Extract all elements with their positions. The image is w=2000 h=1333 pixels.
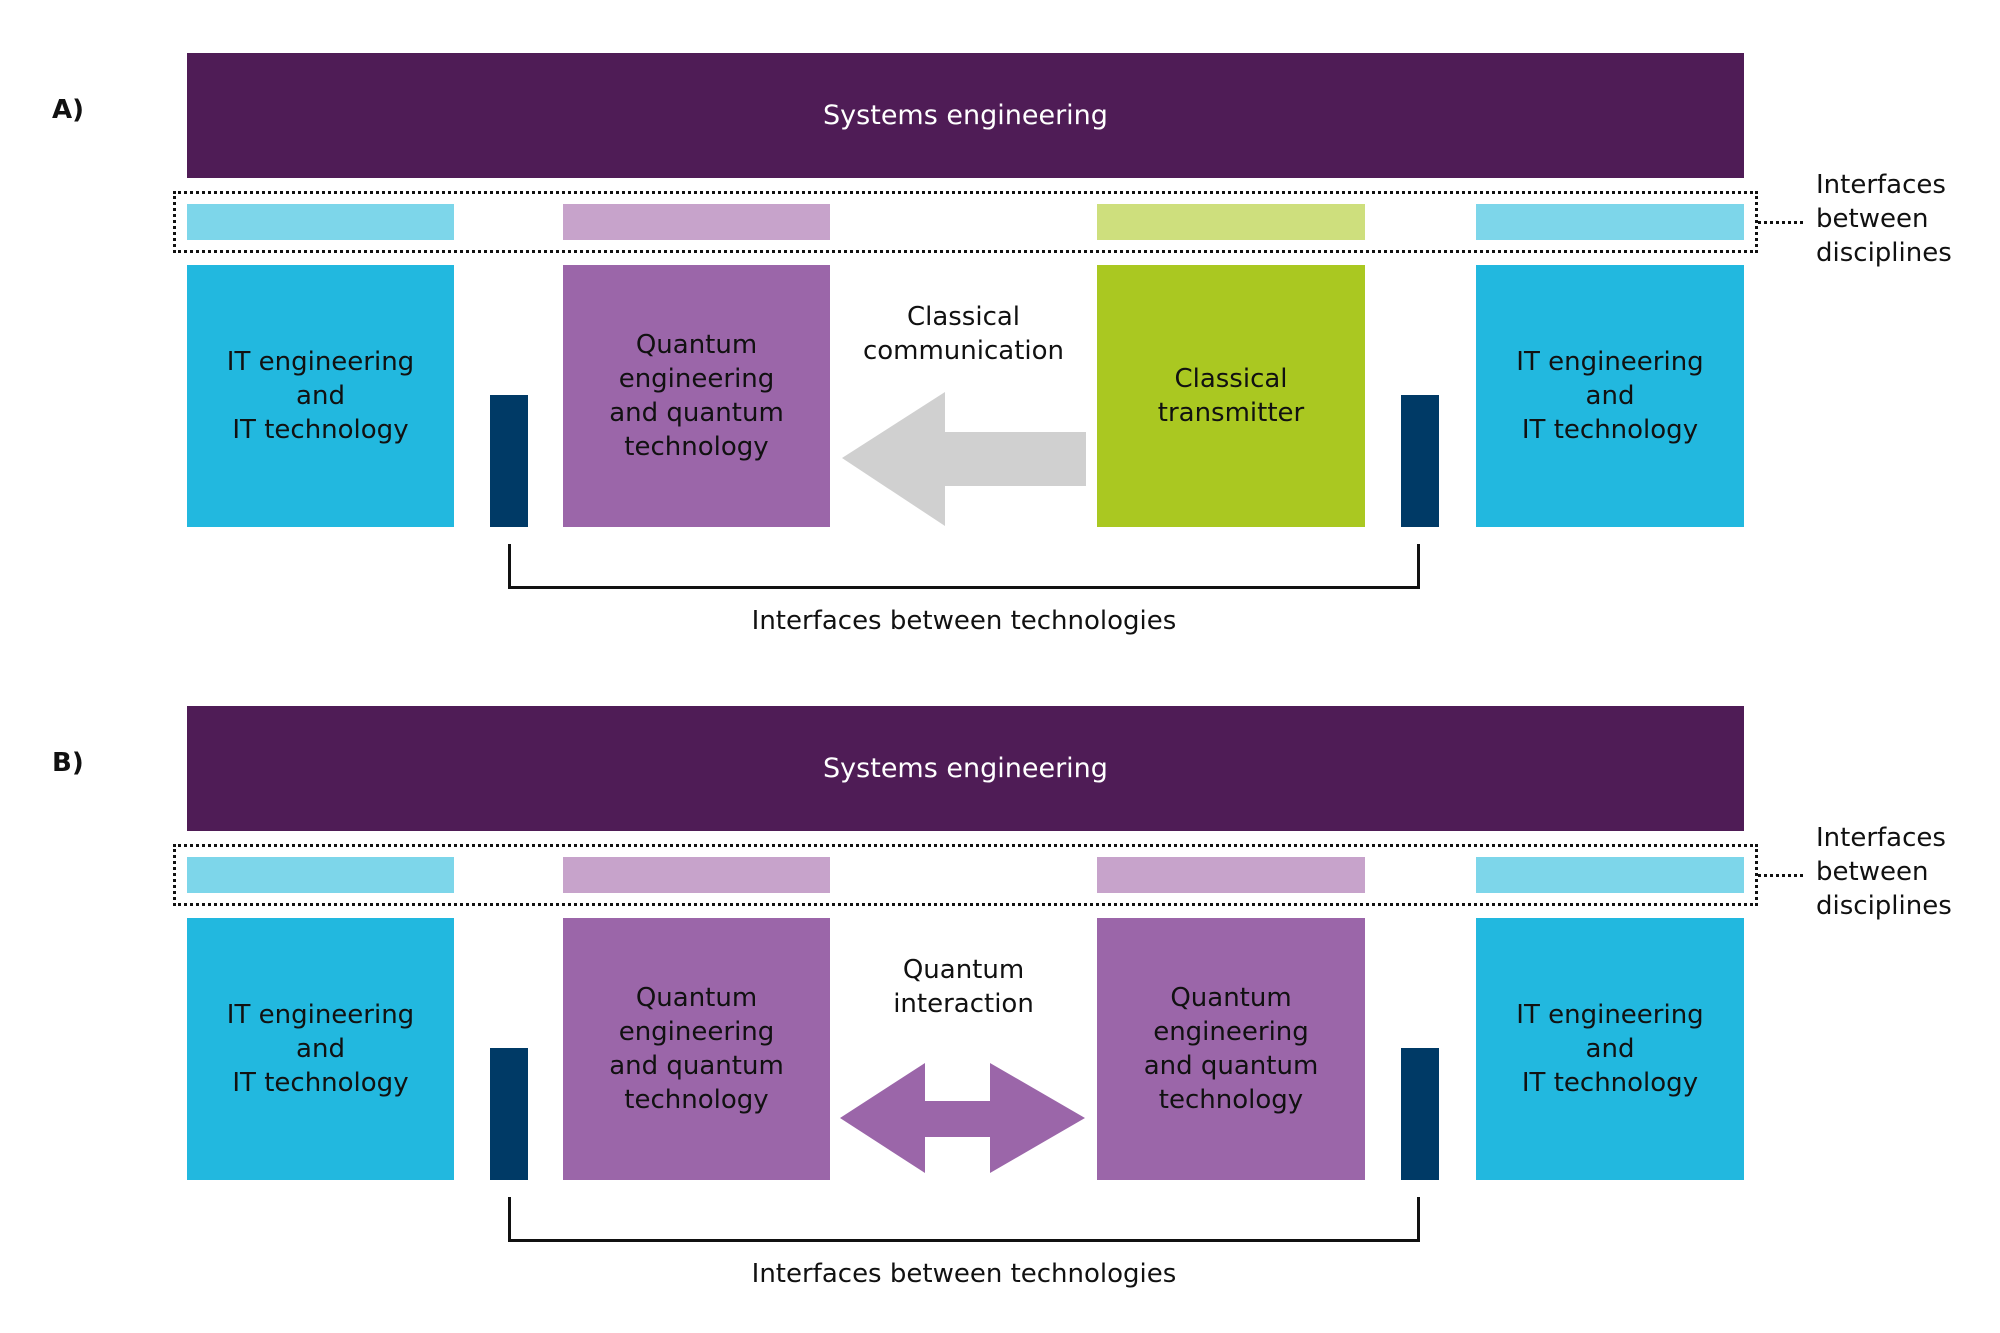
arrow-icon <box>842 392 1086 526</box>
dotted-connector <box>1758 874 1803 877</box>
technology-interface-left <box>490 1048 528 1180</box>
interfaces-disciplines-label: Interfaces between disciplines <box>1816 823 1952 921</box>
box-label: IT engineering and IT technology <box>226 347 415 445</box>
box-label: Quantum engineering and quantum technolo… <box>609 330 784 462</box>
interface-strip-4 <box>1476 857 1744 893</box>
box-label: IT engineering and IT technology <box>1516 1000 1704 1098</box>
box-label: Quantum engineering and quantum technolo… <box>1143 983 1319 1115</box>
third-box: Classical transmitter <box>1097 265 1365 527</box>
systems-engineering-label: Systems engineering <box>823 753 1108 784</box>
interface-strip-1 <box>187 857 454 893</box>
it-engineering-box-left: IT engineering and IT technology <box>187 918 454 1180</box>
interfaces-technologies-label: Interfaces between technologies <box>751 606 1177 636</box>
systems-engineering-bar: Systems engineering <box>187 706 1744 831</box>
interface-strip-4 <box>1476 204 1744 240</box>
middle-label: Quantum interaction <box>893 955 1034 1019</box>
technology-interface-right <box>1401 1048 1439 1180</box>
dotted-connector <box>1758 221 1803 224</box>
panel-a: A) Systems engineering IT engineering an… <box>0 0 2000 653</box>
systems-engineering-label: Systems engineering <box>823 100 1108 131</box>
quantum-engineering-box: Quantum engineering and quantum technolo… <box>563 265 830 527</box>
arrow-icon <box>840 1063 1085 1173</box>
box-label: Classical transmitter <box>1157 364 1305 428</box>
technologies-bracket <box>508 1197 1420 1242</box>
it-engineering-box-right: IT engineering and IT technology <box>1476 265 1744 527</box>
box-label: IT engineering and IT technology <box>226 1000 415 1098</box>
interface-strip-3 <box>1097 204 1365 240</box>
box-label: Quantum engineering and quantum technolo… <box>609 983 784 1115</box>
technology-interface-left <box>490 395 528 527</box>
systems-engineering-bar: Systems engineering <box>187 53 1744 178</box>
double-arrow <box>840 1063 1085 1173</box>
middle-label: Classical communication <box>862 302 1065 366</box>
panel-label: A) <box>52 95 85 125</box>
it-engineering-box-left: IT engineering and IT technology <box>187 265 454 527</box>
interface-strip-1 <box>187 204 454 240</box>
disciplines-interface-frame <box>173 191 1758 253</box>
quantum-engineering-box: Quantum engineering and quantum technolo… <box>563 918 830 1180</box>
interfaces-disciplines-label: Interfaces between disciplines <box>1816 170 1952 268</box>
interface-strip-3 <box>1097 857 1365 893</box>
interface-strip-2 <box>563 857 830 893</box>
interfaces-technologies-label: Interfaces between technologies <box>751 1259 1177 1289</box>
technologies-bracket <box>508 544 1420 589</box>
left-arrow <box>842 392 1086 526</box>
interface-strip-2 <box>563 204 830 240</box>
it-engineering-box-right: IT engineering and IT technology <box>1476 918 1744 1180</box>
technology-interface-right <box>1401 395 1439 527</box>
disciplines-interface-frame <box>173 844 1758 906</box>
panel-label: B) <box>52 748 84 778</box>
panel-b: B) Systems engineering IT engineering an… <box>0 653 2000 1306</box>
third-box: Quantum engineering and quantum technolo… <box>1097 918 1365 1180</box>
box-label: IT engineering and IT technology <box>1516 347 1704 445</box>
